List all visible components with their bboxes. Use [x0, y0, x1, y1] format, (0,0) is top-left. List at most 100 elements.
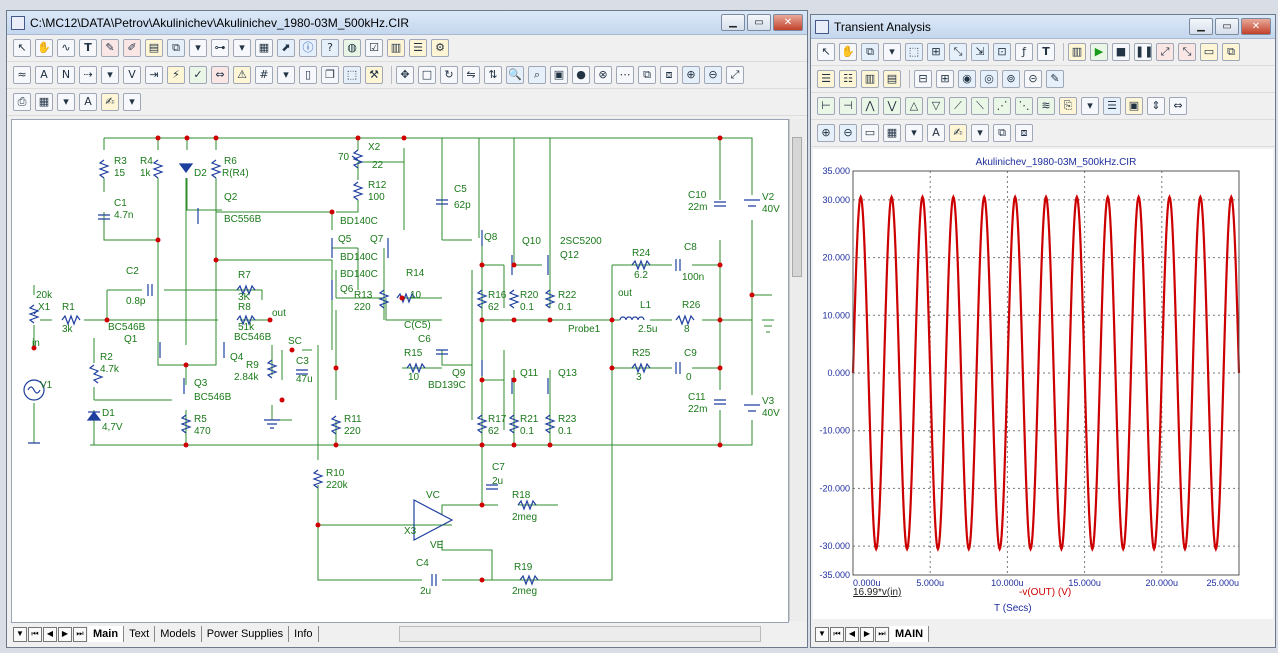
color-icon[interactable]: ✍	[101, 93, 119, 111]
a-props-icon[interactable]: ▥	[1068, 43, 1086, 61]
voltage-icon[interactable]: V	[123, 66, 141, 84]
rotate-icon[interactable]: ↻	[440, 66, 458, 84]
next-icon[interactable]: ▶	[58, 626, 72, 642]
a-pause-icon[interactable]: ❚❚	[1134, 43, 1153, 61]
a-bar4-icon[interactable]: ▤	[883, 70, 901, 88]
a-cursor5-icon[interactable]: △	[905, 97, 923, 115]
a-tag-icon[interactable]: ▣	[1125, 97, 1143, 115]
dropdown-arrow-icon[interactable]: ▾	[189, 39, 207, 57]
current-icon[interactable]: ⇥	[145, 66, 163, 84]
last-icon[interactable]: ⏭	[73, 626, 87, 642]
cancel-circle-icon[interactable]: ⊗	[594, 66, 612, 84]
a-cursor1-icon[interactable]: ⊢	[817, 97, 835, 115]
a-split-icon[interactable]: ⊟	[914, 70, 932, 88]
a-cursor3-icon[interactable]: ⋀	[861, 97, 879, 115]
font-icon[interactable]: A	[79, 93, 97, 111]
a-probe1-icon[interactable]: ◉	[958, 70, 976, 88]
a-group-icon[interactable]: ⧉	[993, 124, 1011, 142]
page-icon[interactable]: ▯	[299, 66, 317, 84]
text-mode-icon[interactable]: T	[79, 39, 97, 57]
minimize-button[interactable]: ▁	[721, 14, 745, 31]
a-fx-icon[interactable]: ƒ	[1015, 43, 1033, 61]
dropdown-arrow-icon-3[interactable]: ▾	[101, 66, 119, 84]
more-circle-icon[interactable]: ⋯	[616, 66, 634, 84]
a-fit2-icon[interactable]: ⇔	[1169, 97, 1187, 115]
tab-analysis-main[interactable]: MAIN	[890, 626, 930, 642]
a-dropdown3-icon[interactable]: ▾	[905, 124, 923, 142]
component-attr-icon[interactable]: ≈	[13, 66, 31, 84]
info-mode-icon[interactable]: ⧉	[167, 39, 185, 57]
find-icon[interactable]: 🔍	[506, 66, 524, 84]
maximize-button[interactable]: ▭	[747, 14, 771, 31]
first-page-icon[interactable]: ▼	[13, 626, 27, 642]
bus-icon[interactable]: ▤	[145, 39, 163, 57]
a-window-icon[interactable]: ▭	[1200, 43, 1218, 61]
select-region-icon[interactable]: ⬚	[343, 66, 361, 84]
component-tree-icon[interactable]: ⊶	[211, 39, 229, 57]
tools-icon[interactable]: ⚒	[365, 66, 383, 84]
a-cursor6-icon[interactable]: ▽	[927, 97, 945, 115]
copy-page-icon[interactable]: ❐	[321, 66, 339, 84]
tab-models[interactable]: Models	[155, 626, 202, 642]
wire-mode-icon[interactable]: ∿	[57, 39, 75, 57]
a-dropdown4-icon[interactable]: ▾	[971, 124, 989, 142]
a-scale2-icon[interactable]: ⊞	[927, 43, 945, 61]
tab-power-supplies[interactable]: Power Supplies	[202, 626, 290, 642]
a-probe3-icon[interactable]: ⊚	[1002, 70, 1020, 88]
a-scale3-icon[interactable]: ⤡	[949, 43, 967, 61]
pin-icon[interactable]: ⇔	[211, 66, 229, 84]
dropdown-arrow-icon-4[interactable]: ▾	[277, 66, 295, 84]
move-icon[interactable]: ✥	[396, 66, 414, 84]
scroll-thumb[interactable]	[792, 137, 802, 277]
a-first-page-icon[interactable]: ▼	[815, 626, 829, 642]
a-dropdown2-icon[interactable]: ▾	[1081, 97, 1099, 115]
mirror-icon[interactable]: ⇋	[462, 66, 480, 84]
a-split2-icon[interactable]: ⊞	[936, 70, 954, 88]
a-color-icon[interactable]: ✍	[949, 124, 967, 142]
a-plot2-icon[interactable]: ⤡	[1178, 43, 1196, 61]
globe-icon[interactable]: ◍	[343, 39, 361, 57]
info-icon[interactable]: ⓘ	[299, 39, 317, 57]
help-icon[interactable]: ?	[321, 39, 339, 57]
a-ungroup-icon[interactable]: ⧈	[1015, 124, 1033, 142]
a-bar2-icon[interactable]: ☷	[839, 70, 857, 88]
a-scale5-icon[interactable]: ⊡	[993, 43, 1011, 61]
a-bar3-icon[interactable]: ▥	[861, 70, 879, 88]
a-cursor9-icon[interactable]: ⋰	[993, 97, 1011, 115]
zoom-in-icon[interactable]: ⊕	[682, 66, 700, 84]
pan-hand-icon[interactable]: ✋	[35, 39, 53, 57]
first-icon[interactable]: ⏮	[28, 626, 42, 642]
analysis-close-button[interactable]: ✕	[1241, 18, 1271, 35]
a-layout-icon[interactable]: ▦	[883, 124, 901, 142]
grid-icon[interactable]: #	[255, 66, 273, 84]
a-info-icon[interactable]: ⧉	[861, 43, 879, 61]
a-cursor8-icon[interactable]: ⟍	[971, 97, 989, 115]
a-run-icon[interactable]: ▶	[1090, 43, 1108, 61]
a-text-icon[interactable]: T	[1037, 43, 1055, 61]
a-cursor2-icon[interactable]: ⊣	[839, 97, 857, 115]
select-mode-icon[interactable]: ↖	[13, 39, 31, 57]
warning-icon[interactable]: ⚠	[233, 66, 251, 84]
a-next-icon[interactable]: ▶	[860, 626, 874, 642]
horizontal-scrollbar[interactable]	[398, 626, 761, 642]
stop-circle-icon[interactable]: ●	[572, 66, 590, 84]
a-scale4-icon[interactable]: ⇲	[971, 43, 989, 61]
properties-icon[interactable]: ▥	[387, 39, 405, 57]
a-fit-icon[interactable]: ⇕	[1147, 97, 1165, 115]
a-plot-icon[interactable]: ⤢	[1156, 43, 1174, 61]
schematic-titlebar[interactable]: C:\MC12\DATA\Petrov\Akulinichev\Akulinic…	[7, 11, 807, 35]
power-icon[interactable]: ⚡	[167, 66, 185, 84]
a-pan-icon[interactable]: ✋	[839, 43, 857, 61]
camera-icon[interactable]: ⎙	[13, 93, 31, 111]
a-probe2-icon[interactable]: ◎	[980, 70, 998, 88]
condition-icon[interactable]: ✓	[189, 66, 207, 84]
a-cursor10-icon[interactable]: ⋱	[1015, 97, 1033, 115]
box-icon[interactable]: □	[418, 66, 436, 84]
node-names-icon[interactable]: N	[57, 66, 75, 84]
node-numbers-icon[interactable]: ⇢	[79, 66, 97, 84]
table-icon[interactable]: ▦	[255, 39, 273, 57]
tab-main[interactable]: Main	[88, 626, 125, 642]
find-next-icon[interactable]: ⌕	[528, 66, 546, 84]
a-prev-icon[interactable]: ◀	[845, 626, 859, 642]
tab-text[interactable]: Text	[124, 626, 156, 642]
